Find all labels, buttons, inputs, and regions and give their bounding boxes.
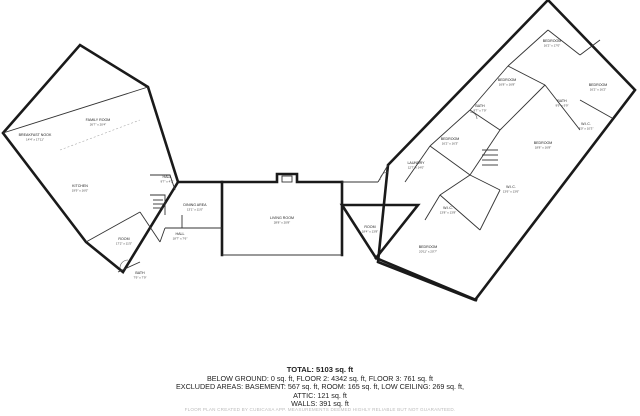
room-name: BEDROOM xyxy=(543,39,562,43)
room-name: ROOM xyxy=(118,237,129,241)
room-dims: 18'8" x 16'8" xyxy=(535,146,551,150)
center-walls xyxy=(159,172,344,257)
room-dims: 17'2" x 11'5" xyxy=(116,242,132,246)
walls-area: WALLS: 391 sq. ft xyxy=(291,399,349,409)
floor-plan: FAMILY ROOM 26'7" x 20'4" BREAKFAST NOOK… xyxy=(1,0,637,302)
room-name: W.I.C. xyxy=(443,206,453,210)
room-name: HALL xyxy=(176,232,185,236)
left-wing-walls xyxy=(1,43,180,274)
room-dims: 16'8" x 16'8" xyxy=(499,83,515,87)
room-name: W.I.C. xyxy=(581,122,591,126)
room-name: BATH xyxy=(557,99,567,103)
room-name: BEDROOM xyxy=(498,78,517,82)
room-name: HALL xyxy=(163,175,172,179)
total-area: TOTAL: 5103 sq. ft xyxy=(286,365,354,374)
room-name: FAMILY ROOM xyxy=(86,118,111,122)
room-dims: 13'6" x 13'6" xyxy=(503,190,519,194)
room-dims: 26'7" x 20'4" xyxy=(90,123,106,127)
room-dims: 16'2" x 17'0" xyxy=(544,44,560,48)
excluded-areas: EXCLUDED AREAS: BASEMENT: 567 sq. ft, RO… xyxy=(176,382,464,392)
room-dims: 14'4" x 17'11" xyxy=(26,138,44,142)
area-summary: TOTAL: 5103 sq. ft BELOW GROUND: 0 sq. f… xyxy=(0,365,640,409)
room-dims: 12'7" x 14'0" xyxy=(408,166,424,170)
room-dims: 19'9" x 16'0" xyxy=(72,189,88,193)
room-name: BEDROOM xyxy=(419,245,438,249)
room-dims: 18'4" x 13'8" xyxy=(362,230,378,234)
room-dims: 28'8" x 20'8" xyxy=(274,221,290,225)
room-name: BEDROOM xyxy=(589,83,608,87)
right-wing-walls xyxy=(339,0,637,302)
room-name: LAUNDRY xyxy=(407,161,425,165)
room-name: BEDROOM xyxy=(441,137,460,141)
room-name: KITCHEN xyxy=(72,184,88,188)
room-dims: 7'9" x 7'9" xyxy=(133,276,146,280)
room-dims: 9'7" x 7'9" xyxy=(473,109,486,113)
room-name: ROOM xyxy=(364,225,375,229)
room-dims: 20'11" x 20'7" xyxy=(419,250,437,254)
room-name: DINING AREA xyxy=(183,203,207,207)
room-dims: 18'7" x 7'6" xyxy=(173,237,188,241)
room-dims: 9'9" x 9'9" xyxy=(555,104,568,108)
room-labels: FAMILY ROOM 26'7" x 20'4" BREAKFAST NOOK… xyxy=(19,39,608,280)
room-name: W.I.C. xyxy=(506,185,516,189)
room-dims: 16'2" x 16'3" xyxy=(442,142,458,146)
room-name: BREAKFAST NOOK xyxy=(19,133,52,137)
attic-area: ATTIC: 121 sq. ft xyxy=(293,390,347,400)
room-name: BATH xyxy=(135,271,145,275)
room-name: BEDROOM xyxy=(534,141,553,145)
room-dims: 13'1" x 11'0" xyxy=(187,208,203,212)
room-dims: 9'7" x 4'2" xyxy=(160,180,173,184)
footer-disclaimer: FLOOR PLAN CREATED BY CUBICASA APP. MEAS… xyxy=(184,407,456,412)
room-name: LIVING ROOM xyxy=(270,216,294,220)
room-dims: 16'2" x 16'2" xyxy=(590,88,606,92)
room-dims: 13'8" x 13'8" xyxy=(440,211,456,215)
room-name: BATH xyxy=(475,104,485,108)
floor-areas: BELOW GROUND: 0 sq. ft, FLOOR 2: 4342 sq… xyxy=(206,373,434,383)
room-dims: 8'0" x 10'3" xyxy=(579,127,594,131)
